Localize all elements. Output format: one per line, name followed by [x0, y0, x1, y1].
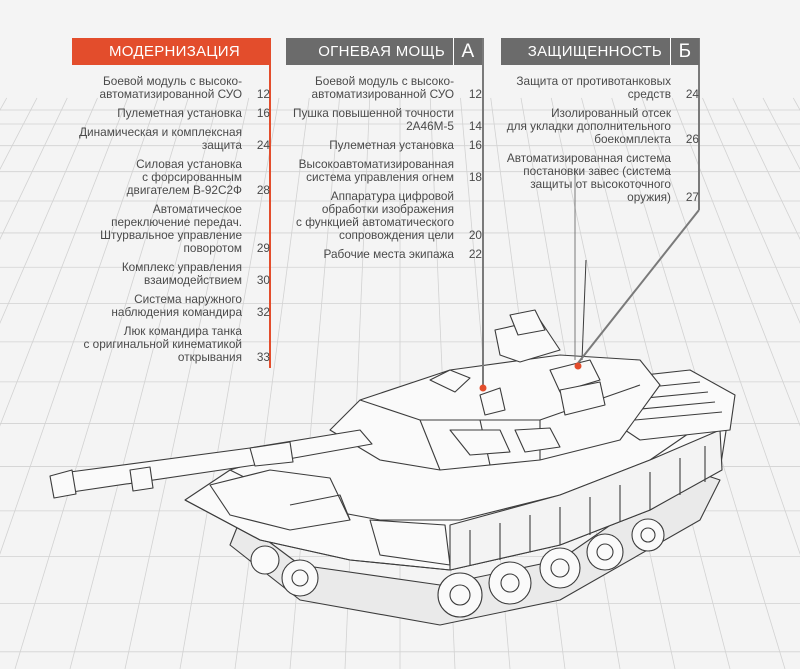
- toc-item-page: 29: [256, 241, 270, 255]
- toc-item-page: 24: [256, 138, 270, 152]
- toc-item[interactable]: Пушка повышенной точности 2А46М-5 14: [286, 107, 482, 133]
- toc-item-title: Боевой модуль с высоко- автоматизированн…: [311, 74, 454, 101]
- toc-list: Боевой модуль с высоко- автоматизированн…: [286, 75, 482, 261]
- toc-item-page: 16: [256, 106, 270, 120]
- toc-item-page: 22: [468, 247, 482, 261]
- toc-item-title: Защита от противотанковых средств: [516, 74, 671, 101]
- toc-item-title: Боевой модуль с высоко- автоматизированн…: [99, 74, 242, 101]
- toc-item[interactable]: Автоматическое переключение передач. Шту…: [72, 203, 270, 255]
- toc-item-title: Люк командира танка с оригинальной кинем…: [83, 324, 242, 364]
- toc-item-page: 14: [468, 119, 482, 133]
- section-protection: ЗАЩИЩЕННОСТЬ Б Защита от противотанковых…: [501, 38, 699, 210]
- toc-item-page: 26: [685, 132, 699, 146]
- section-modernization: МОДЕРНИЗАЦИЯ Боевой модуль с высоко- авт…: [72, 38, 270, 370]
- section-title: МОДЕРНИЗАЦИЯ: [109, 43, 240, 60]
- section-title: ОГНЕВАЯ МОЩЬ: [318, 43, 445, 60]
- toc-list: Боевой модуль с высоко- автоматизированн…: [72, 75, 270, 364]
- section-divider-modernization: [269, 38, 271, 368]
- toc-item-title: Динамическая и комплексная защита: [79, 125, 242, 152]
- section-divider-firepower: [482, 38, 484, 110]
- toc-item-page: 18: [468, 170, 482, 184]
- toc-item-title: Система наружного наблюдения командира: [111, 292, 242, 319]
- toc-item[interactable]: Система наружного наблюдения командира 32: [72, 293, 270, 319]
- toc-item-title: Пушка повышенной точности 2А46М-5: [293, 106, 454, 133]
- toc-item-title: Силовая установка с форсированным двигат…: [126, 157, 242, 197]
- toc-item-title: Пулеметная установка: [117, 106, 242, 120]
- toc-item[interactable]: Боевой модуль с высоко- автоматизированн…: [286, 75, 482, 101]
- toc-item[interactable]: Изолированный отсек для укладки дополнит…: [501, 107, 699, 146]
- toc-item-title: Автоматическое переключение передач. Шту…: [100, 202, 242, 255]
- toc-item[interactable]: Силовая установка с форсированным двигат…: [72, 158, 270, 197]
- toc-item-page: 12: [256, 87, 270, 101]
- callout-dot-firepower: [479, 384, 487, 392]
- toc-item-page: 20: [468, 228, 482, 242]
- toc-item[interactable]: Рабочие места экипажа 22: [286, 248, 482, 261]
- toc-item-title: Аппаратура цифровой обработки изображени…: [296, 189, 454, 242]
- section-header: ЗАЩИЩЕННОСТЬ Б: [501, 38, 699, 65]
- toc-item-page: 33: [256, 350, 270, 364]
- toc-item[interactable]: Высокоавтоматизированная система управле…: [286, 158, 482, 184]
- callout-dot-protection: [574, 362, 582, 370]
- toc-item[interactable]: Защита от противотанковых средств 24: [501, 75, 699, 101]
- toc-item[interactable]: Пулеметная установка 16: [286, 139, 482, 152]
- toc-item-page: 32: [256, 305, 270, 319]
- toc-item[interactable]: Автоматизированная система постановки за…: [501, 152, 699, 204]
- section-letter: А: [453, 38, 482, 65]
- toc-item-page: 27: [685, 190, 699, 204]
- toc-item-title: Комплекс управления взаимодействием: [121, 260, 242, 287]
- toc-item[interactable]: Пулеметная установка 16: [72, 107, 270, 120]
- section-firepower: ОГНЕВАЯ МОЩЬ А Боевой модуль с высоко- а…: [286, 38, 482, 267]
- toc-item[interactable]: Люк командира танка с оригинальной кинем…: [72, 325, 270, 364]
- toc-item-title: Автоматизированная система постановки за…: [506, 151, 671, 204]
- toc-item[interactable]: Комплекс управления взаимодействием 30: [72, 261, 270, 287]
- toc-item-title: Высокоавтоматизированная система управле…: [298, 157, 454, 184]
- section-title: ЗАЩИЩЕННОСТЬ: [527, 43, 662, 60]
- toc-item-title: Изолированный отсек для укладки дополнит…: [506, 106, 671, 146]
- section-header: ОГНЕВАЯ МОЩЬ А: [286, 38, 482, 65]
- toc-item-page: 16: [468, 138, 482, 152]
- toc-item-page: 28: [256, 183, 270, 197]
- toc-item[interactable]: Аппаратура цифровой обработки изображени…: [286, 190, 482, 242]
- toc-item-page: 12: [468, 87, 482, 101]
- toc-item-title: Пулеметная установка: [329, 138, 454, 152]
- section-header: МОДЕРНИЗАЦИЯ: [72, 38, 270, 65]
- toc-item-page: 24: [685, 87, 699, 101]
- toc-item-page: 30: [256, 273, 270, 287]
- section-divider-protection: [698, 38, 700, 110]
- toc-item[interactable]: Боевой модуль с высоко- автоматизированн…: [72, 75, 270, 101]
- toc-item[interactable]: Динамическая и комплексная защита 24: [72, 126, 270, 152]
- toc-item-title: Рабочие места экипажа: [323, 247, 454, 261]
- section-letter: Б: [670, 38, 699, 65]
